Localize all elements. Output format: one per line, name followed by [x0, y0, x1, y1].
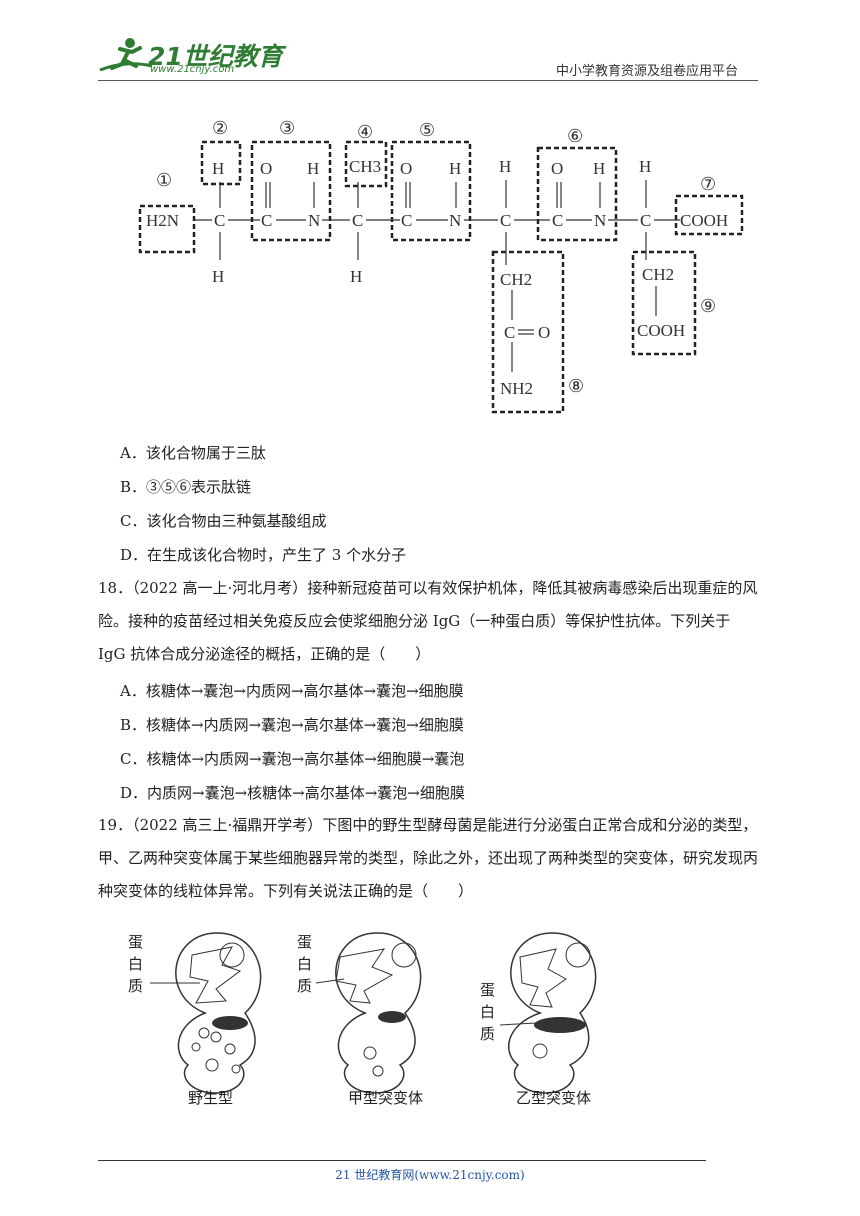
type-b-caption: 乙型突变体: [516, 1089, 591, 1107]
carboxyl-7: COOH: [680, 211, 728, 230]
box-1: [138, 204, 196, 254]
ch2-8: CH2: [500, 270, 532, 289]
type-b-cell: [508, 932, 597, 1094]
box-2: [200, 140, 242, 186]
er-type-b: [519, 948, 567, 1008]
protein-label-type-a: 蛋白质: [297, 933, 312, 995]
h-3: H: [307, 159, 319, 178]
nucleus-type-b: [565, 942, 591, 968]
label-1: ①: [156, 170, 172, 190]
o-6: O: [551, 159, 563, 178]
o-5: O: [400, 159, 412, 178]
footer-divider: [98, 1160, 706, 1161]
h-4-bottom: H: [350, 267, 362, 286]
carbon-6: C: [552, 211, 563, 230]
box-6: [536, 146, 618, 242]
q17-option-d: D．在生成该化合物时，产生了 3 个水分子: [120, 546, 407, 564]
protein-label-type-b: 蛋白质: [480, 981, 495, 1043]
q19-stem: 19．（2022 高三上·福鼎开学考）下图中的野生型酵母菌是能进行分泌蛋白正常合…: [98, 816, 759, 900]
amino-group: H2N: [146, 211, 179, 230]
wild-type-cell: [175, 932, 262, 1094]
h-5: H: [449, 159, 461, 178]
h-1-bottom: H: [212, 267, 224, 286]
runner-logo-icon: [99, 38, 153, 72]
er-wild: [189, 946, 242, 1004]
cooh-9: COOH: [637, 321, 685, 340]
q18-option-a: A．核糖体→囊泡→内质网→高尔基体→囊泡→细胞膜: [120, 682, 464, 700]
platform-title: 中小学教育资源及组卷应用平台: [556, 64, 739, 79]
box-4: [344, 140, 388, 188]
n-3: N: [308, 211, 320, 230]
site-logo: [96, 36, 266, 80]
label-9: ⑨: [700, 296, 716, 316]
box-9: [631, 250, 697, 356]
box-7: [674, 194, 744, 236]
q17-option-a: A．该化合物属于三肽: [120, 444, 266, 462]
carbon-3: C: [352, 211, 363, 230]
q18-option-d: D．内质网→囊泡→核糖体→高尔基体→囊泡→细胞膜: [120, 784, 465, 802]
h-6: H: [593, 159, 605, 178]
q18-option-b: B．核糖体→内质网→囊泡→高尔基体→囊泡→细胞膜: [120, 716, 464, 734]
h-alpha-4: H: [639, 157, 651, 176]
c-8: C: [504, 323, 515, 342]
nucleus-wild: [219, 942, 245, 968]
q18-option-c: C．核糖体→内质网→囊泡→高尔基体→细胞膜→囊泡: [120, 750, 465, 768]
er-type-a: [335, 948, 394, 1004]
label-4: ④: [357, 122, 373, 142]
label-2: ②: [212, 118, 228, 138]
label-7: ⑦: [700, 174, 716, 194]
label-5: ⑤: [419, 120, 435, 140]
n-5: N: [449, 211, 461, 230]
q18-stem: 18．（2022 高一上·河北月考）接种新冠疫苗可以有效保护机体，降低其被病毒感…: [98, 579, 758, 663]
o-3: O: [260, 159, 272, 178]
label-3: ③: [279, 118, 295, 138]
label-8: ⑧: [568, 376, 584, 396]
methyl-4: CH3: [349, 157, 381, 176]
header-divider: [98, 80, 758, 81]
wild-type-caption: 野生型: [188, 1089, 233, 1107]
peptide-structure-diagram: H2N C H H C O N H C CH3 H C O N H C H C …: [138, 118, 744, 414]
nh2-8: NH2: [500, 379, 533, 398]
carbon-2: C: [261, 211, 272, 230]
logo-url: www.21cnjy.com: [150, 64, 235, 75]
q17-option-c: C．该化合物由三种氨基酸组成: [120, 512, 327, 530]
h-2: H: [212, 159, 224, 178]
nucleus-type-a: [391, 942, 417, 968]
box-8: [491, 250, 565, 414]
carbon-7: C: [640, 211, 651, 230]
type-a-cell: [335, 932, 422, 1094]
footer-link[interactable]: 21 世纪教育网(www.21cnjy.com): [335, 1168, 525, 1182]
label-6: ⑥: [567, 126, 583, 146]
yeast-cells-figure: 蛋白质 蛋白质 蛋白质 野生型 甲型突变体 乙型突变体: [128, 932, 597, 1107]
o-8: O: [538, 323, 550, 342]
type-a-caption: 甲型突变体: [348, 1089, 423, 1107]
logo-text: 21世纪教育: [148, 42, 283, 71]
n-6: N: [594, 211, 606, 230]
carbon-4: C: [401, 211, 412, 230]
ch2-9: CH2: [642, 265, 674, 284]
q17-option-b: B．③⑤⑥表示肽链: [120, 478, 252, 496]
carbon-1: C: [214, 211, 225, 230]
protein-label-wild: 蛋白质: [128, 933, 143, 995]
h-alpha-3: H: [499, 157, 511, 176]
carbon-5: C: [500, 211, 511, 230]
